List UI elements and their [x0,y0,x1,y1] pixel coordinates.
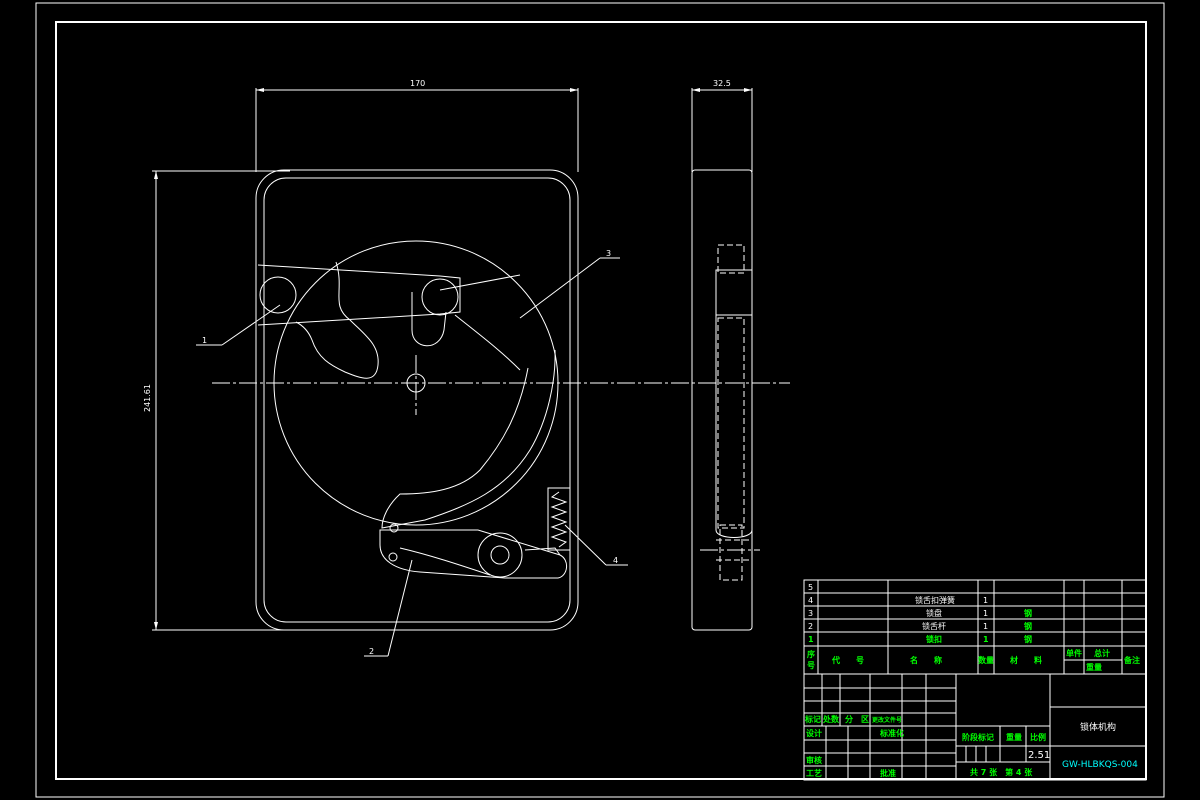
bom-row-1-no: 1 [808,635,814,644]
bom-header-unit: 单件 [1066,648,1082,658]
tb-approve: 批准 [880,768,896,778]
latch-pin [421,278,459,316]
bom-row-3-material: 钢 [1024,608,1032,618]
tb-weight: 重量 [1006,732,1022,742]
title-block: 标记 处数 分 区 更改文件号 设计 标准化 审核 工艺 批准 阶段标记 重量 … [803,673,1147,781]
bom-table: 5 4 锁舌扣弹簧 1 3 锁盘 1 钢 2 锁舌杆 1 钢 1 锁扣 1 钢 … [803,579,1147,675]
part-label-3: 3 [606,249,611,258]
bom-header-no-2: 号 [807,661,815,670]
spring-coils [550,491,568,548]
bom-header-qty: 数量 [978,655,994,665]
bom-row-3-qty: 1 [983,609,988,618]
part-label-1: 1 [202,336,207,345]
part-label-4: 4 [613,556,618,565]
dim-side-width-text: 32.5 [713,79,731,88]
dim-height-text: 241.61 [143,384,152,412]
bom-header-no: 序 [807,649,815,659]
spring-housing [547,487,571,551]
bom-header-material: 材 料 [1010,655,1042,665]
tb-process: 工艺 [806,768,822,778]
bom-row-1-name: 锁扣 [926,634,942,644]
tb-change-doc: 更改文件号 [872,716,902,724]
bom-row-5-no: 5 [808,583,813,592]
cam-slot [411,292,447,347]
bolt-pivot-outer [477,532,523,578]
part-label-2: 2 [369,647,374,656]
bom-row-2-no: 2 [808,622,813,631]
bom-header-weight: 重量 [1086,662,1102,672]
side-body [691,169,753,631]
tb-standardize: 标准化 [879,728,904,738]
bom-header-code: 代 号 [831,655,864,665]
bom-header-remark: 备注 [1123,655,1140,665]
front-view: 170 241.61 [143,79,790,657]
bom-row-3-no: 3 [808,609,813,618]
bom-row-3-name: 锁盘 [926,608,942,618]
cam-profile [295,261,379,379]
bom-row-4-no: 4 [808,596,813,605]
tb-drawing-title: 锁体机构 [1080,721,1116,733]
latch-hole [259,276,297,314]
lock-body-inner [263,177,571,623]
outer-border [35,2,1165,798]
tb-drawing-number: GW-HLBKQS-004 [1062,760,1138,770]
tb-design: 设计 [806,728,822,738]
bom-header-name: 名 称 [910,655,942,665]
inner-frame [55,21,1147,780]
tb-check: 审核 [806,755,822,765]
bom-row-4-qty: 1 [983,596,988,605]
side-view: 32.5 [691,79,760,631]
tb-stage-mark: 阶段标记 [962,732,994,742]
dim-width-text: 170 [410,79,425,88]
bom-row-2-qty: 1 [983,622,988,631]
bom-row-2-material: 钢 [1024,621,1032,631]
tb-mark: 标记 [804,714,821,724]
tb-count: 处数 [822,714,840,724]
tb-zone: 分 区 [845,714,869,724]
lever-arm [381,349,556,529]
lock-body-outer [255,169,579,631]
bolt-lever [379,529,567,579]
latch-bar [257,264,461,326]
bom-row-2-name: 锁舌杆 [922,621,946,631]
tb-scale: 比例 [1030,732,1046,742]
tb-scale-value: 2.51 [1028,750,1050,761]
bom-row-4-name: 锁舌扣弹簧 [915,595,955,605]
bom-row-1-qty: 1 [983,635,989,644]
bom-row-1-material: 钢 [1024,634,1032,644]
bom-header-total: 总计 [1094,648,1110,658]
bolt-pivot-inner [490,545,510,565]
tb-sheets: 共 7 张 第 4 张 [970,767,1033,777]
